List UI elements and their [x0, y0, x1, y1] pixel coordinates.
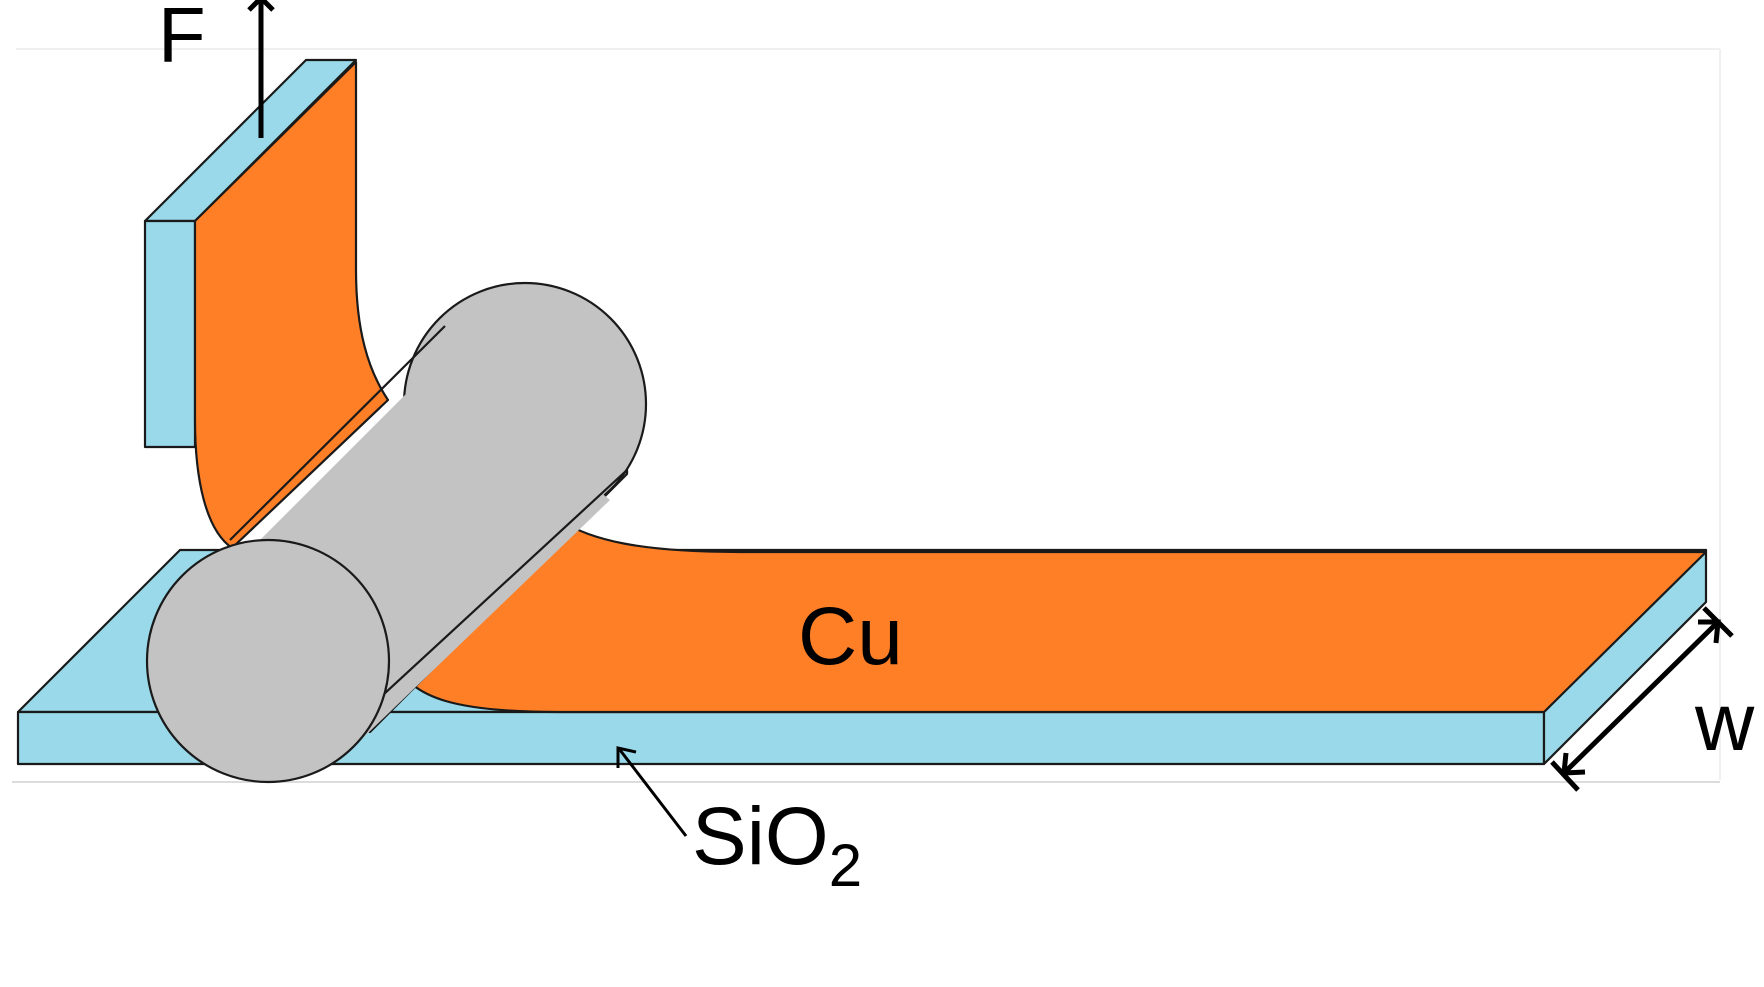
roller-edge-bottom	[344, 469, 628, 731]
force-label: F	[158, 0, 206, 79]
width-tick-upper	[1702, 606, 1734, 638]
substrate-label-main: SiO	[692, 791, 829, 882]
width-label: w	[1694, 677, 1755, 768]
roller-cylinder	[145, 281, 648, 784]
substrate-pointer-head	[616, 746, 637, 768]
holder-front-face	[143, 219, 197, 449]
width-dimension-line	[1562, 620, 1720, 775]
width-tick-lower	[1550, 760, 1580, 792]
force-arrow-head	[247, 0, 275, 12]
roller-front-cap	[145, 538, 391, 784]
cu-film-flat	[393, 518, 1708, 714]
film-label: Cu	[798, 591, 903, 682]
width-dimension	[1550, 606, 1734, 792]
substrate-label: SiO2	[692, 791, 862, 899]
force-arrow	[247, 0, 275, 138]
holder-slab	[143, 58, 358, 449]
substrate-pointer-line	[618, 749, 688, 837]
substrate-label-subscript: 2	[829, 832, 862, 899]
roller-edge-top	[229, 325, 446, 541]
substrate-pointer	[616, 746, 688, 837]
cu-film-peeled	[193, 60, 390, 550]
